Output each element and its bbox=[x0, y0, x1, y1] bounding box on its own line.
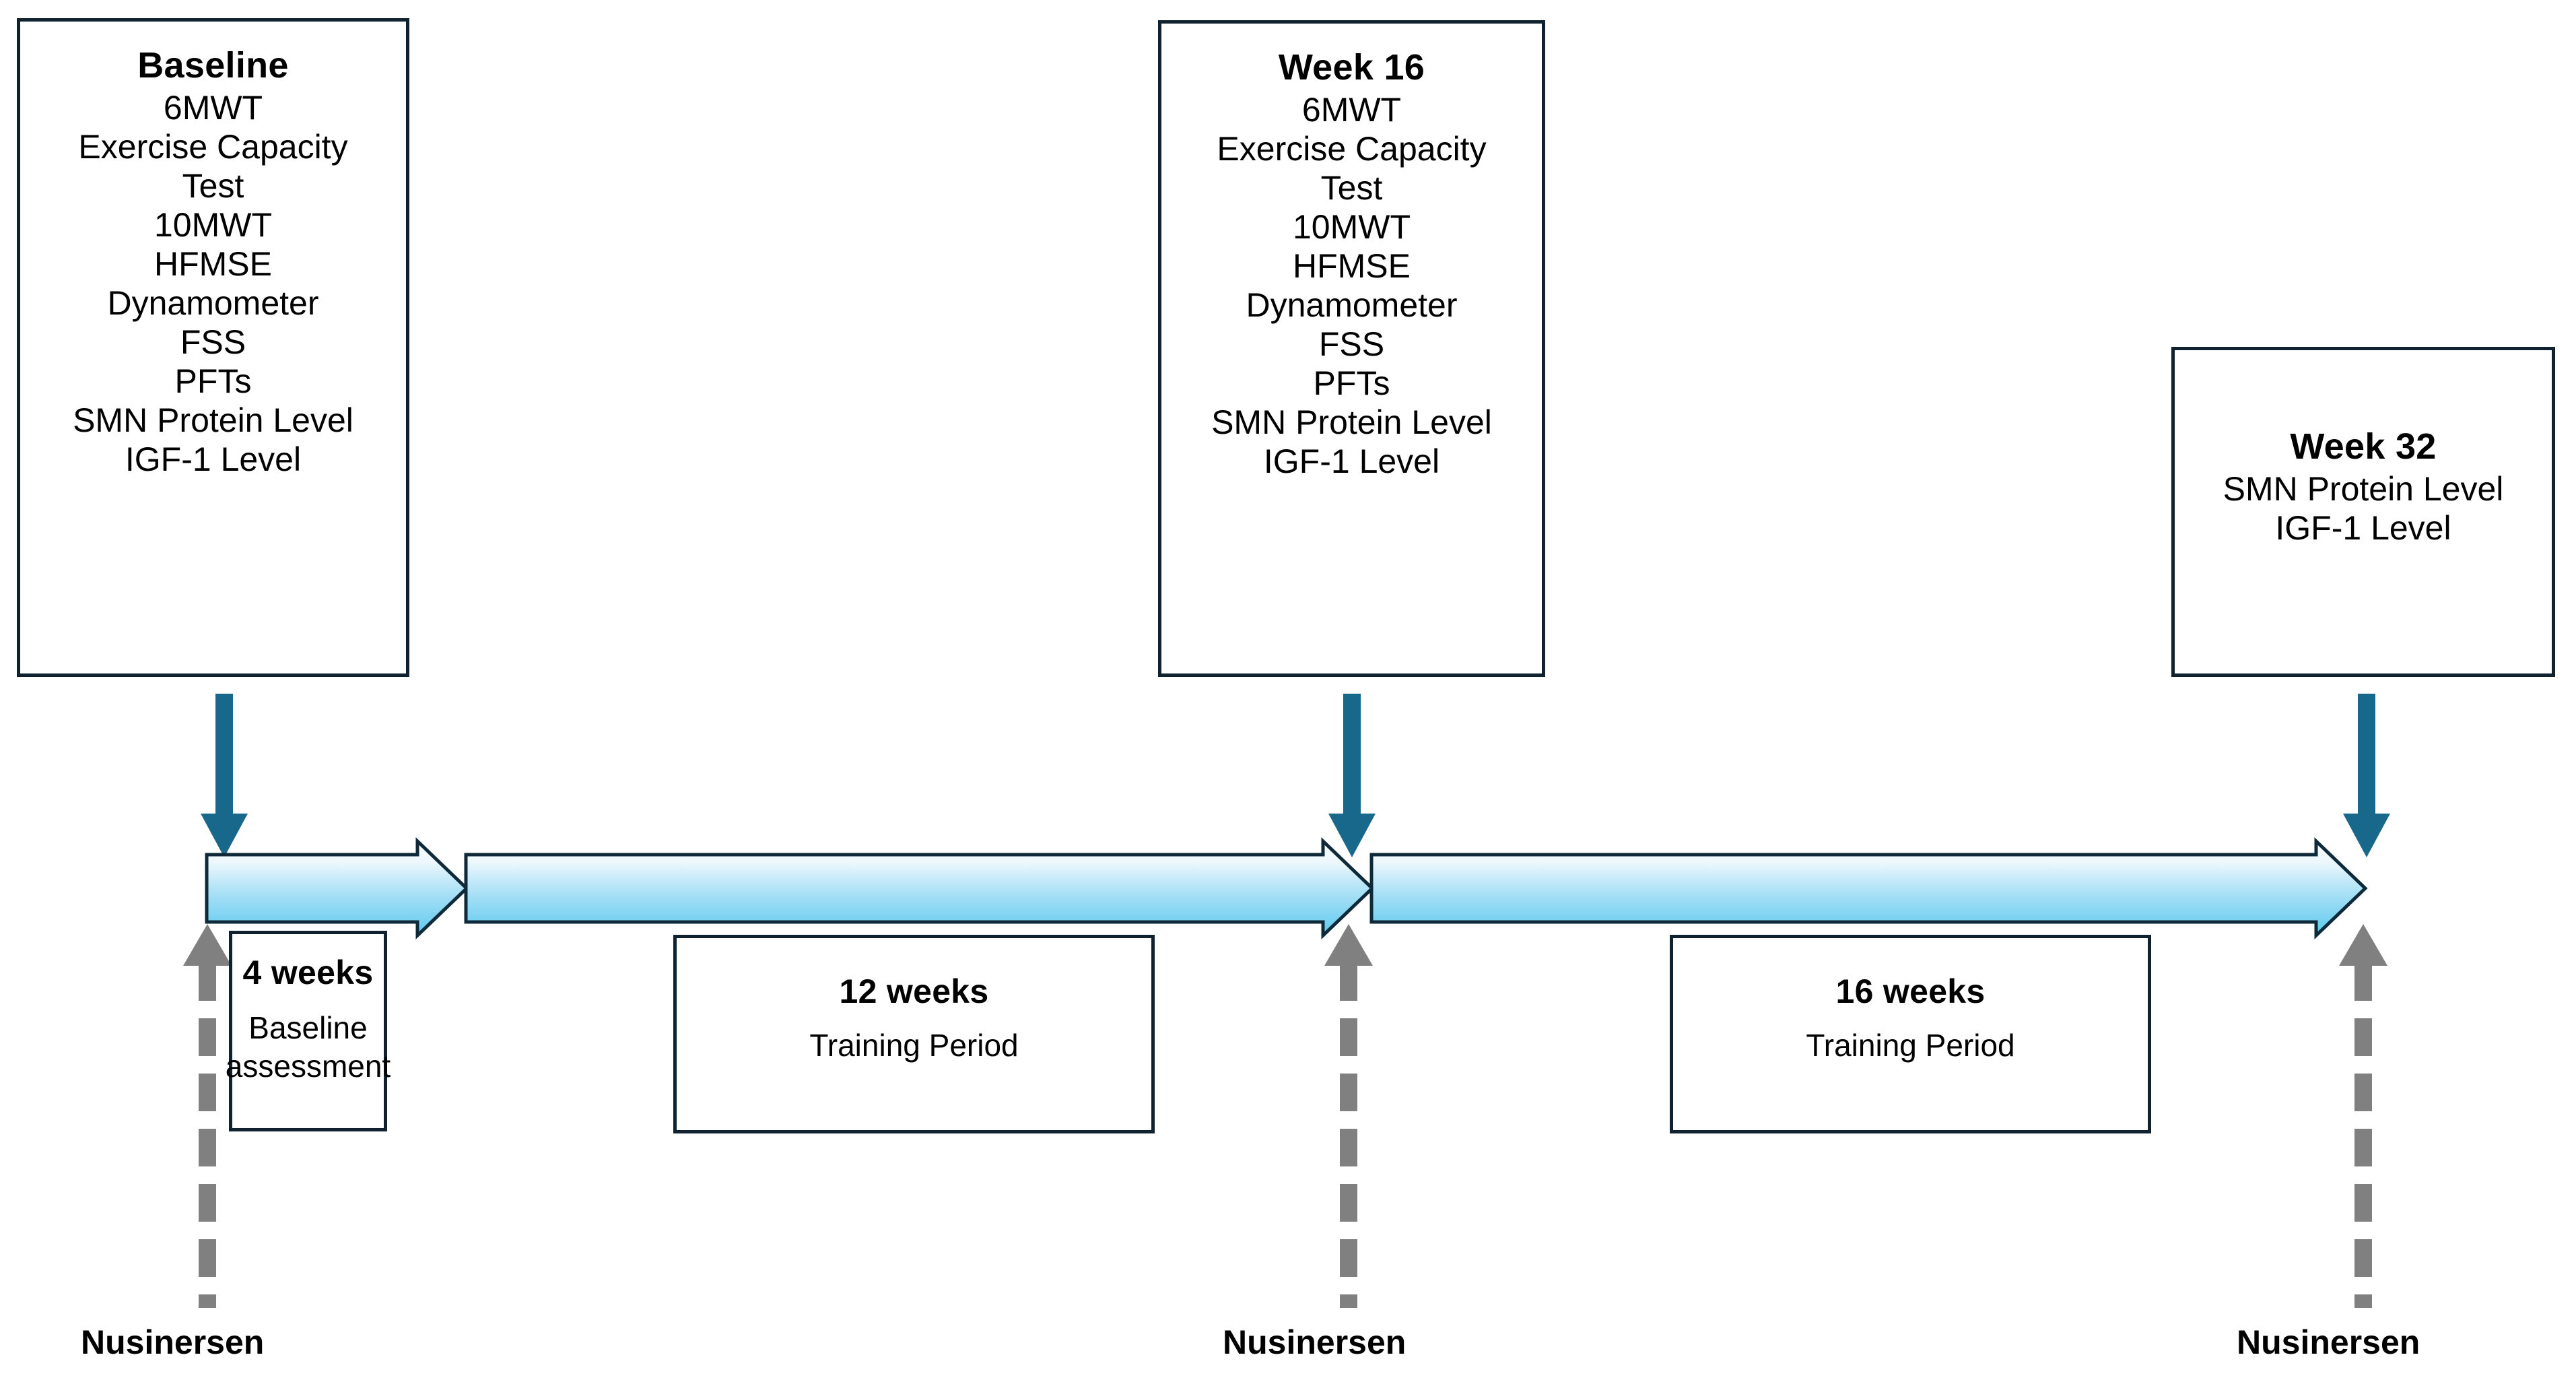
assessment-item: SMN Protein Level bbox=[73, 401, 353, 439]
arrow-right-block-icon-segment-1 bbox=[205, 837, 469, 940]
drug-label-dose-3: Nusinersen bbox=[2237, 1323, 2420, 1361]
assessment-box-week32: Week 32 SMN Protein Level IGF-1 Level bbox=[2171, 347, 2555, 677]
assessment-item: Test bbox=[1320, 168, 1383, 207]
assessment-item: 10MWT bbox=[154, 205, 272, 244]
assessment-item: Exercise Capacity bbox=[78, 127, 348, 166]
period-box-training-2: 16 weeks Training Period bbox=[1670, 935, 2151, 1133]
drug-label-dose-1: Nusinersen bbox=[81, 1323, 265, 1361]
period-box-line: assessment bbox=[225, 1049, 391, 1084]
arrow-right-block-icon-segment-2 bbox=[464, 837, 1375, 940]
assessment-item: IGF-1 Level bbox=[1263, 442, 1440, 480]
assessment-item: IGF-1 Level bbox=[125, 440, 302, 478]
period-box-training-1: 12 weeks Training Period bbox=[673, 935, 1155, 1133]
arrow-down-icon-baseline bbox=[194, 694, 255, 859]
period-box-line: Training Period bbox=[809, 1027, 1019, 1063]
assessment-item: SMN Protein Level bbox=[1211, 403, 1492, 441]
arrow-up-dashed-icon-dose-3 bbox=[2336, 924, 2390, 1308]
assessment-item: 6MWT bbox=[1301, 90, 1402, 129]
period-box-title: 16 weeks bbox=[1835, 973, 1986, 1010]
assessment-box-week16: Week 16 6MWT Exercise Capacity Test 10MW… bbox=[1158, 20, 1545, 677]
assessment-item: IGF-1 Level bbox=[2275, 508, 2451, 547]
assessment-item: PFTs bbox=[174, 362, 252, 400]
assessment-item: Dynamometer bbox=[107, 284, 319, 322]
period-box-line: Training Period bbox=[1806, 1027, 2015, 1063]
period-box-title: 4 weeks bbox=[242, 954, 374, 991]
assessment-item: HFMSE bbox=[154, 244, 272, 283]
assessment-item: 10MWT bbox=[1293, 207, 1411, 246]
assessment-box-title: Baseline bbox=[137, 45, 289, 86]
assessment-item: FSS bbox=[1318, 325, 1385, 363]
arrow-right-block-icon-segment-3 bbox=[1369, 837, 2368, 940]
arrow-down-icon-week32 bbox=[2336, 694, 2397, 859]
assessment-item: HFMSE bbox=[1293, 246, 1411, 285]
assessment-item: 6MWT bbox=[163, 88, 263, 127]
assessment-item: Dynamometer bbox=[1246, 286, 1458, 324]
assessment-box-baseline: Baseline 6MWT Exercise Capacity Test 10M… bbox=[17, 18, 409, 677]
arrow-down-icon-week16 bbox=[1322, 694, 1382, 859]
assessment-item: SMN Protein Level bbox=[2223, 469, 2504, 508]
assessment-item: Test bbox=[182, 166, 244, 205]
period-box-baseline: 4 weeks Baseline assessment bbox=[226, 931, 391, 1131]
period-box-line: Baseline bbox=[248, 1010, 368, 1045]
arrow-up-dashed-icon-dose-1 bbox=[180, 924, 234, 1308]
arrow-up-dashed-icon-dose-2 bbox=[1322, 924, 1376, 1308]
assessment-item: Exercise Capacity bbox=[1217, 129, 1487, 168]
assessment-item: FSS bbox=[180, 323, 246, 361]
period-box-title: 12 weeks bbox=[839, 973, 989, 1010]
assessment-box-title: Week 16 bbox=[1278, 47, 1425, 88]
drug-label-dose-2: Nusinersen bbox=[1223, 1323, 1406, 1361]
assessment-item: PFTs bbox=[1313, 364, 1390, 402]
assessment-box-title: Week 32 bbox=[2290, 426, 2437, 467]
